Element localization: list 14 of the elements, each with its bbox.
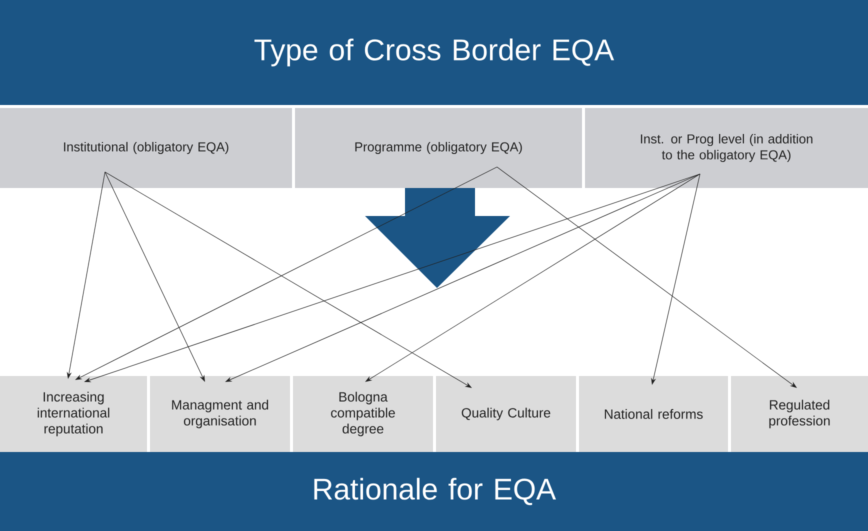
title-band: Rationale for EQA xyxy=(0,452,868,531)
arrow xyxy=(104,172,472,388)
rationale-cell: Bologna compatible degree xyxy=(293,376,433,452)
rationale-cell: Managment and organisation xyxy=(150,376,290,452)
arrow xyxy=(365,174,700,382)
header-cell: Programme (obligatory EQA) xyxy=(295,108,582,188)
header-cell: Institutional (obligatory EQA) xyxy=(0,108,292,188)
title-band: Type of Cross Border EQA xyxy=(0,0,868,105)
rationale-cell: Regulated profession xyxy=(731,376,868,452)
rationale-cell: Quality Culture xyxy=(436,376,576,452)
header-cell: Inst. or Prog level (in addition to the obligatory EQA) xyxy=(585,108,868,188)
rationale-cell: Increasing international reputation xyxy=(0,376,147,452)
rationale-cell: National reforms xyxy=(579,376,728,452)
arrow xyxy=(496,166,797,388)
